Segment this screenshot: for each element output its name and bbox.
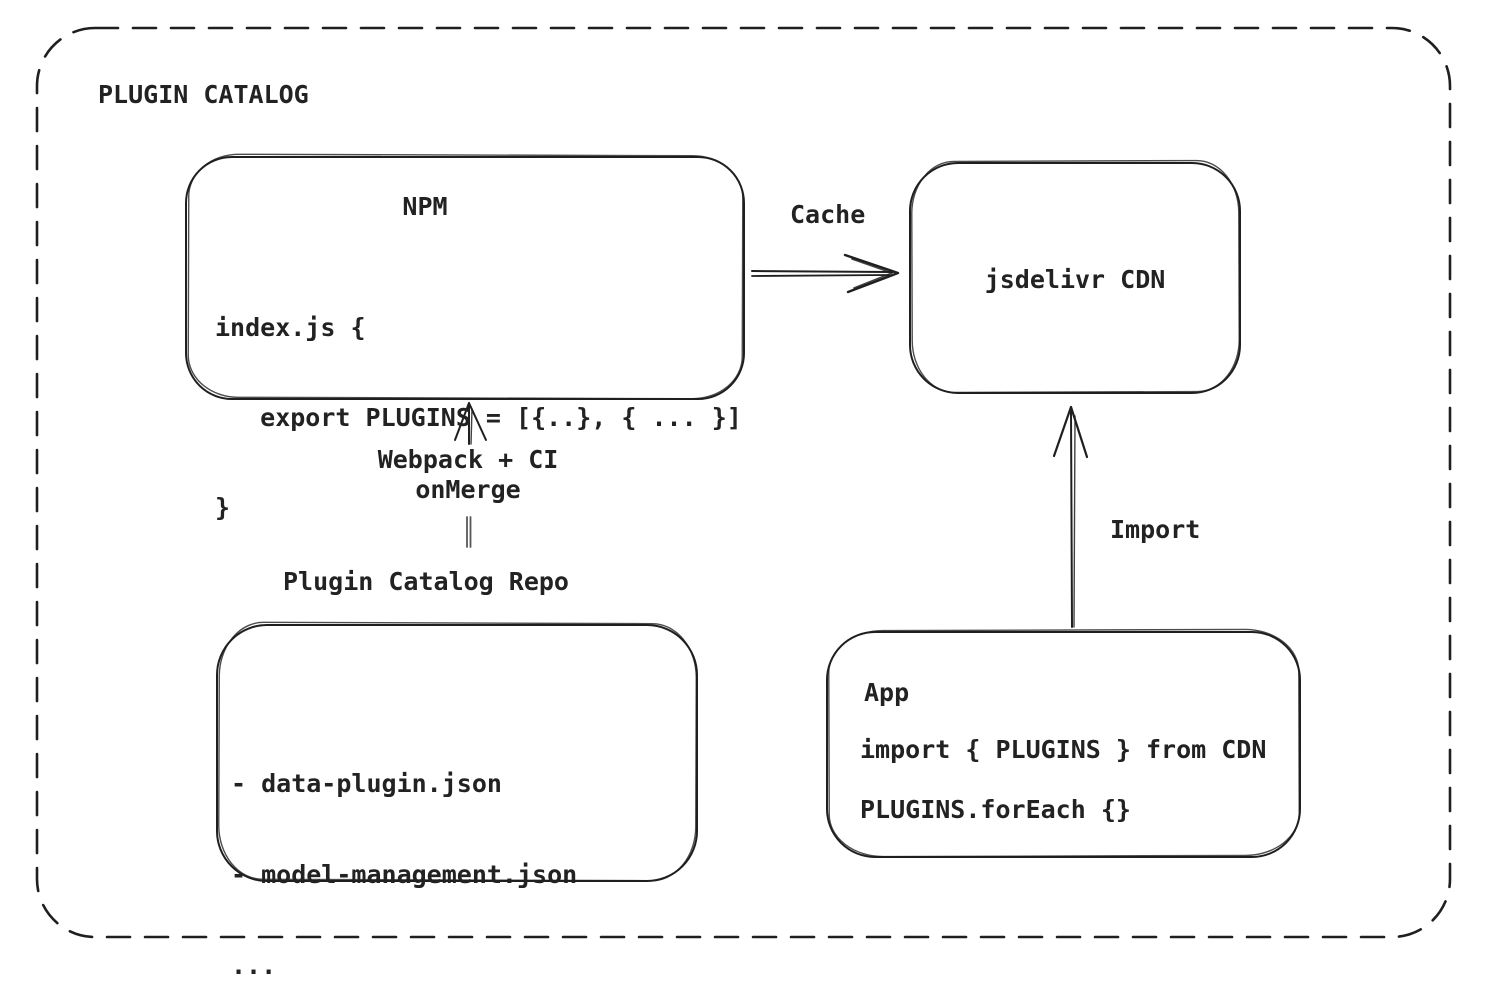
cache-edge-label: Cache xyxy=(790,200,866,229)
npm-node-shape xyxy=(185,153,745,400)
app-code-line: PLUGINS.forEach {} xyxy=(860,795,1131,824)
build-edge-label: Webpack + CI onMerge xyxy=(377,445,559,504)
npm-code-line: } xyxy=(215,493,231,522)
repo-node-shape xyxy=(216,621,698,882)
diagram-title: PLUGIN CATALOG xyxy=(98,80,309,109)
plugin-catalog-boundary xyxy=(35,26,1452,939)
repo-node-title: Plugin Catalog Repo xyxy=(283,567,569,596)
build-arrow xyxy=(454,402,487,548)
npm-code-block: index.js { export PLUGINS = [{..}, { ...… xyxy=(215,253,742,583)
npm-node-title: NPM xyxy=(402,192,448,221)
cache-arrow xyxy=(751,253,900,294)
npm-code-line: export PLUGINS = [{..}, { ... }] xyxy=(215,403,742,432)
app-node-shape xyxy=(826,628,1301,858)
app-node-title: App xyxy=(864,678,910,707)
npm-code-line: index.js { xyxy=(215,313,366,342)
cdn-node-title: jsdelivr CDN xyxy=(984,265,1166,294)
import-arrow xyxy=(1052,405,1089,628)
cdn-node-shape xyxy=(909,159,1241,394)
repo-item: - data-plugin.json xyxy=(231,769,502,798)
import-edge-label: Import xyxy=(1110,515,1201,544)
repo-item: - model-management.json xyxy=(231,860,578,889)
app-code-line: import { PLUGINS } from CDN xyxy=(860,735,1267,764)
repo-item: ... xyxy=(231,951,277,980)
repo-item-list: - data-plugin.json - model-management.js… xyxy=(231,708,577,1002)
